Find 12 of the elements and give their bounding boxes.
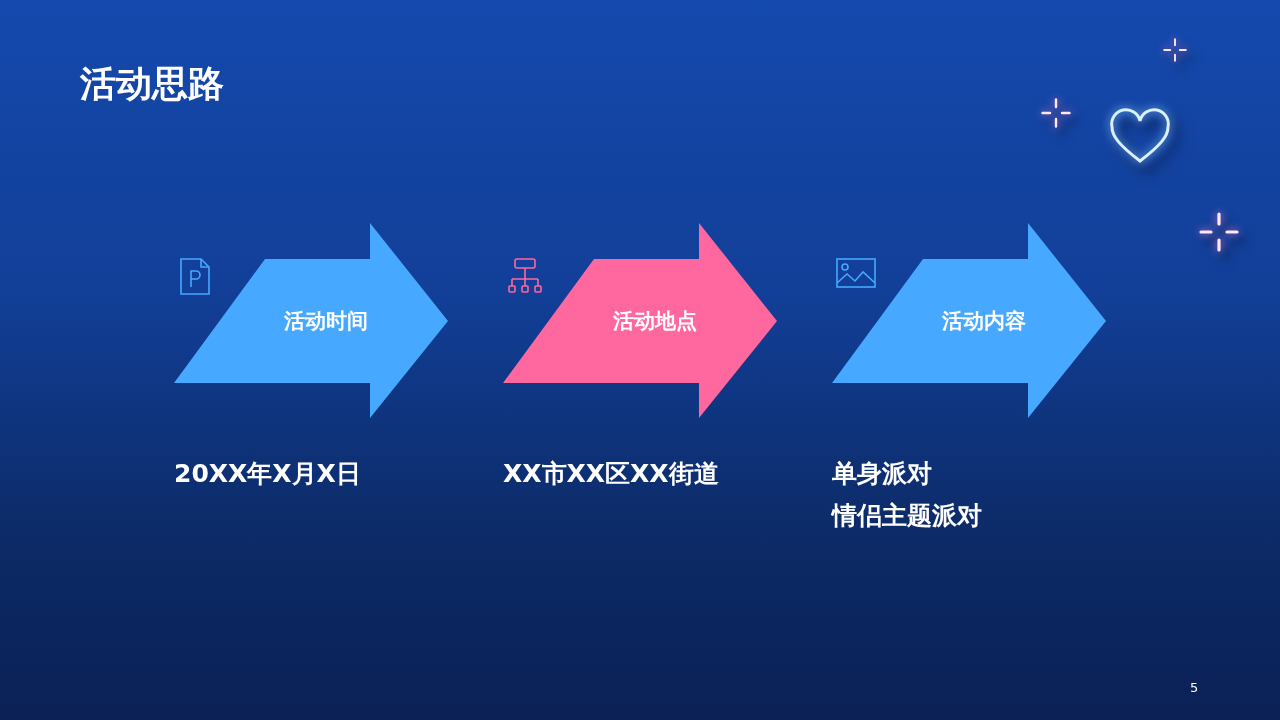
arrow-label: 活动内容 xyxy=(942,307,1026,335)
arrow-shape xyxy=(174,223,448,418)
arrow-shape xyxy=(832,223,1106,418)
detail-text: XX市XX区XX街道 xyxy=(503,458,719,490)
detail-text: 单身派对 xyxy=(832,458,932,490)
detail-text: 20XX年X月X日 xyxy=(174,458,361,490)
page-number: 5 xyxy=(1190,680,1199,695)
arrow-shape xyxy=(503,223,777,418)
arrow-label: 活动地点 xyxy=(613,307,697,335)
slide-title: 活动思路 xyxy=(80,62,224,106)
detail-text: 情侣主题派对 xyxy=(832,500,982,532)
arrow-label: 活动时间 xyxy=(284,307,368,335)
